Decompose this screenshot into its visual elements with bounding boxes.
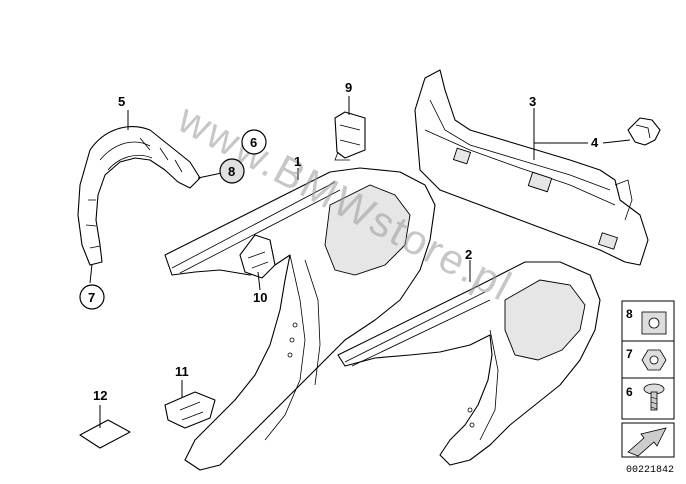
nut-icon	[641, 311, 667, 335]
bracket-part-9	[334, 111, 366, 161]
callout-6-circle	[241, 129, 267, 155]
callout-8-circle	[219, 158, 245, 184]
callout-6: 6	[250, 135, 257, 150]
screw-icon	[643, 383, 665, 411]
legend-item-7-label: 7	[626, 347, 633, 361]
arrow-icon	[621, 422, 675, 458]
rear-panel	[414, 69, 649, 266]
callout-12: 12	[93, 388, 107, 403]
bracket-part-10	[239, 234, 276, 279]
callout-2: 2	[465, 247, 472, 262]
legend-item-8-label: 8	[626, 307, 633, 321]
callout-1: 1	[294, 154, 301, 169]
callout-4: 4	[591, 135, 599, 150]
callout-8: 8	[228, 164, 235, 179]
legend-item-6-label: 6	[626, 385, 633, 399]
callout-7: 7	[88, 290, 95, 305]
bracket-part-4	[627, 117, 661, 146]
wheel-arch-liner	[77, 126, 201, 266]
leader-lines	[89, 96, 631, 428]
bracket-part-11	[164, 391, 216, 429]
document-id: 00221842	[626, 465, 674, 476]
fasteners-legend: 8 7 6	[621, 300, 675, 420]
plate-part-12	[79, 419, 131, 449]
callout-7-circle	[79, 284, 105, 310]
hex-nut-icon	[641, 349, 667, 371]
callout-9: 9	[345, 80, 352, 95]
callout-5: 5	[118, 94, 125, 109]
callout-11: 11	[175, 364, 189, 379]
side-frame-panel	[164, 167, 436, 471]
callout-10: 10	[253, 290, 267, 305]
outer-side-panel	[337, 261, 601, 466]
callout-3: 3	[529, 94, 536, 109]
